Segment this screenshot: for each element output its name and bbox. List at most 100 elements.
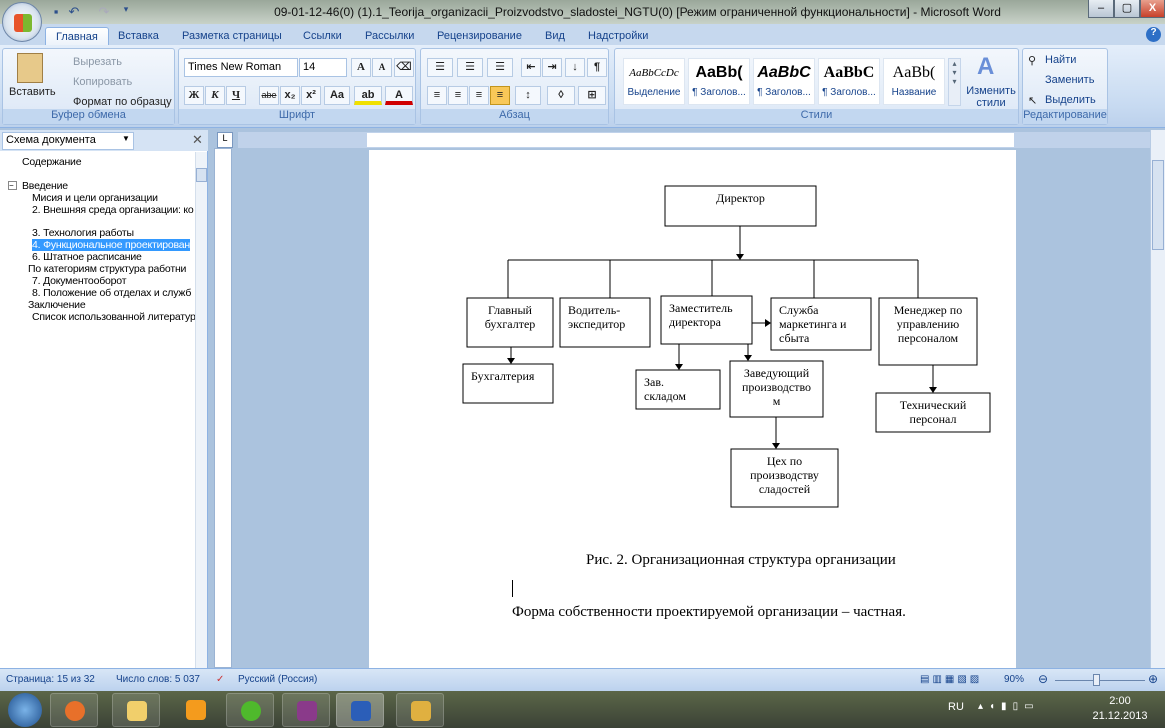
office-button[interactable]: [2, 2, 42, 42]
change-case-button[interactable]: Aa: [324, 86, 350, 105]
nav-pane-scrollbar[interactable]: [195, 152, 207, 668]
style-title[interactable]: AaBb(Название: [883, 58, 945, 105]
clock-time[interactable]: 2:00: [1109, 695, 1131, 707]
shrink-font-button[interactable]: A: [372, 58, 392, 77]
styles-scrollbar[interactable]: ▴▾▾: [948, 58, 961, 106]
language[interactable]: Русский (Россия): [238, 674, 318, 685]
word-taskbar-icon[interactable]: [336, 693, 384, 727]
align-right-icon[interactable]: ≡: [469, 86, 489, 105]
vertical-scrollbar[interactable]: [1150, 130, 1165, 668]
nav-item[interactable]: 8. Положение об отделах и служб: [32, 287, 192, 299]
font-color-icon[interactable]: A: [385, 86, 413, 105]
close-button[interactable]: X: [1140, 0, 1165, 18]
icq-taskbar-icon[interactable]: [226, 693, 274, 727]
style-heading1[interactable]: AaBb(¶ Заголов...: [688, 58, 750, 105]
nav-item[interactable]: 6. Штатное расписание: [32, 251, 142, 263]
nav-item[interactable]: 4. Функциональное проектирован: [32, 239, 191, 251]
search-app-taskbar-icon[interactable]: [396, 693, 444, 727]
superscript-button[interactable]: x²: [301, 86, 321, 105]
nav-item[interactable]: Содержание: [22, 156, 82, 168]
nav-item[interactable]: Заключение: [28, 299, 86, 311]
zoom-in-icon[interactable]: ⊕: [1148, 672, 1159, 686]
clock-date[interactable]: 21.12.2013: [1092, 710, 1148, 722]
copy-button[interactable]: Копировать: [73, 76, 133, 88]
tab-view[interactable]: Вид: [545, 30, 565, 42]
horizontal-ruler[interactable]: [238, 132, 1150, 148]
find-button[interactable]: Найти: [1045, 54, 1077, 66]
firefox-taskbar-icon[interactable]: [50, 693, 98, 727]
font-name-select[interactable]: Times New Roman: [184, 58, 298, 77]
winrar-taskbar-icon[interactable]: [282, 693, 330, 727]
collapse-icon[interactable]: −: [8, 181, 17, 190]
increase-indent-icon[interactable]: ⇥: [542, 58, 562, 77]
zoom-slider-thumb[interactable]: [1092, 674, 1100, 686]
scroll-thumb[interactable]: [1152, 160, 1164, 250]
save-icon[interactable]: ▪: [53, 4, 59, 19]
spelling-icon[interactable]: ✓: [216, 674, 225, 685]
word-count[interactable]: Число слов: 5 037: [116, 674, 200, 685]
paste-button[interactable]: Вставить: [9, 86, 56, 98]
language-indicator[interactable]: RU: [948, 701, 964, 713]
nav-pane-view-select[interactable]: Схема документа: [2, 132, 134, 150]
bold-button[interactable]: Ж: [184, 86, 204, 105]
minimize-button[interactable]: –: [1088, 0, 1114, 18]
clear-format-button[interactable]: ⌫: [394, 58, 414, 77]
vertical-ruler[interactable]: [214, 148, 232, 668]
format-painter-button[interactable]: Формат по образцу: [73, 96, 172, 108]
numbering-icon[interactable]: ☰: [457, 58, 483, 77]
chevron-down-icon[interactable]: ▼: [122, 134, 130, 143]
change-styles-button[interactable]: Изменить стили: [966, 85, 1016, 109]
bullets-icon[interactable]: ☰: [427, 58, 453, 77]
zoom-level[interactable]: 90%: [1004, 674, 1025, 685]
tab-references[interactable]: Ссылки: [303, 30, 342, 42]
cut-button[interactable]: Вырезать: [73, 56, 122, 68]
nav-item[interactable]: Список использованной литератур: [32, 311, 196, 323]
style-heading3[interactable]: AaBbC¶ Заголов...: [818, 58, 880, 105]
decrease-indent-icon[interactable]: ⇤: [521, 58, 541, 77]
tab-addins[interactable]: Надстройки: [588, 30, 649, 42]
replace-button[interactable]: Заменить: [1045, 74, 1095, 86]
tab-insert[interactable]: Вставка: [118, 30, 159, 42]
align-left-icon[interactable]: ≡: [427, 86, 447, 105]
italic-button[interactable]: К: [205, 86, 225, 105]
underline-button[interactable]: Ч: [226, 86, 246, 105]
style-heading2[interactable]: AaBbC¶ Заголов...: [753, 58, 815, 105]
font-size-select[interactable]: 14: [299, 58, 347, 77]
highlight-icon[interactable]: ab: [354, 86, 382, 105]
multilevel-list-icon[interactable]: ☰: [487, 58, 513, 77]
borders-icon[interactable]: ⊞: [578, 86, 606, 105]
zoom-slider[interactable]: [1055, 680, 1145, 681]
zoom-out-icon[interactable]: ⊖: [1038, 672, 1049, 686]
nav-item[interactable]: 7. Документооборот: [32, 275, 127, 287]
show-marks-icon[interactable]: ¶: [587, 58, 607, 77]
tab-selector[interactable]: L: [217, 132, 233, 148]
document-page[interactable]: [369, 150, 1016, 668]
help-icon[interactable]: ?: [1146, 27, 1161, 42]
tab-home[interactable]: Главная: [45, 27, 109, 47]
scroll-thumb[interactable]: [196, 168, 207, 182]
line-spacing-icon[interactable]: ↕: [515, 86, 541, 105]
customize-qa-icon[interactable]: ▾: [123, 4, 129, 14]
nav-item[interactable]: По категориям структура работни: [28, 263, 187, 275]
nav-item[interactable]: 3. Технология работы: [32, 227, 134, 239]
close-icon[interactable]: ✕: [192, 132, 203, 147]
tab-review[interactable]: Рецензирование: [437, 30, 522, 42]
align-center-icon[interactable]: ≡: [448, 86, 468, 105]
shading-icon[interactable]: ◊: [547, 86, 575, 105]
sort-icon[interactable]: ↓: [565, 58, 585, 77]
select-button[interactable]: Выделить: [1045, 94, 1096, 106]
tab-page-layout[interactable]: Разметка страницы: [182, 30, 282, 42]
maximize-button[interactable]: ▢: [1114, 0, 1140, 18]
view-buttons[interactable]: ▤▥▦▧▨: [920, 674, 983, 685]
nav-item[interactable]: Введение: [22, 180, 68, 192]
tray-icons[interactable]: ▴◖▮▯▭: [978, 701, 1040, 712]
media-player-taskbar-icon[interactable]: [172, 693, 220, 727]
grow-font-button[interactable]: A: [351, 58, 371, 77]
explorer-taskbar-icon[interactable]: [112, 693, 160, 727]
page-count[interactable]: Страница: 15 из 32: [6, 674, 95, 685]
undo-icon[interactable]: ↶: [68, 4, 80, 19]
strikethrough-button[interactable]: abe: [259, 86, 279, 105]
start-button[interactable]: [8, 693, 42, 727]
redo-icon[interactable]: ↷: [98, 4, 110, 19]
